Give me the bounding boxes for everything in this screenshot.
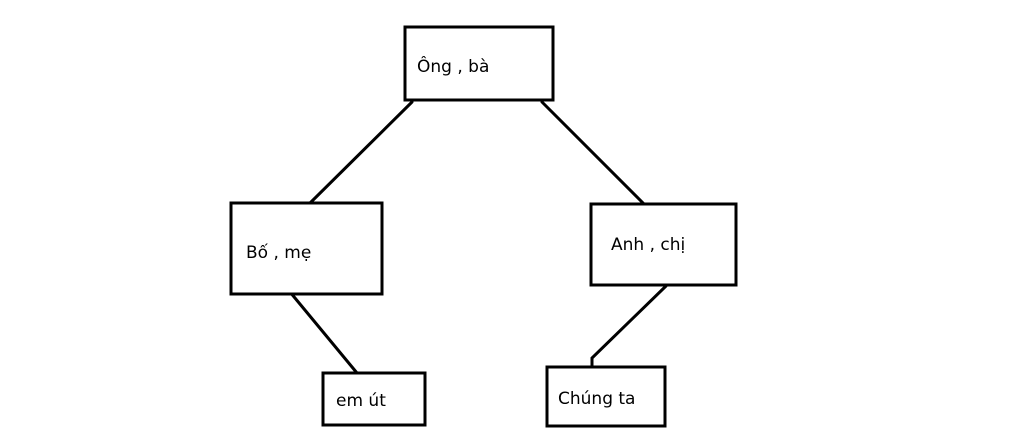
node-parents-label: Bố , mẹ — [246, 242, 311, 263]
node-us-label: Chúng ta — [558, 389, 635, 409]
edge-grandparents-siblings — [540, 100, 654, 214]
node-parents-box — [229, 201, 384, 296]
node-youngest-label: em út — [336, 391, 386, 411]
node-parents: Bố , mẹ — [229, 201, 384, 296]
node-us: Chúng ta — [545, 365, 667, 428]
edge-grandparents-parents — [303, 100, 414, 210]
node-siblings-label: Anh , chị — [611, 235, 685, 255]
node-us-box — [545, 365, 667, 428]
node-grandparents-box — [403, 25, 555, 102]
node-siblings: Anh , chị — [589, 202, 738, 287]
node-grandparents: Ông , bà — [403, 25, 555, 102]
node-youngest-box — [321, 371, 427, 427]
node-siblings-box — [589, 202, 738, 287]
edge-siblings-us — [590, 284, 668, 369]
node-youngest: em út — [321, 371, 427, 427]
edge-parents-youngest — [288, 290, 359, 375]
node-grandparents-label: Ông , bà — [417, 55, 489, 77]
